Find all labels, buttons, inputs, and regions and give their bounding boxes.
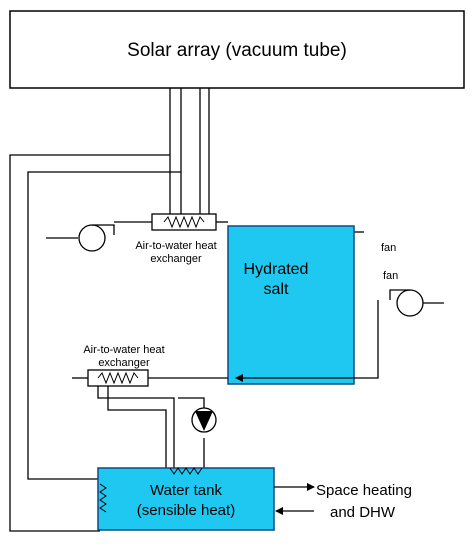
fan-right-label: fan (383, 270, 398, 282)
heat-exchanger-top (151, 213, 217, 231)
hydrated-salt-store (227, 225, 355, 385)
air-duct-top (46, 221, 364, 239)
hydrated-salt-label-line1: Hydrated (244, 261, 309, 278)
solar-array-label: Solar array (vacuum tube) (127, 40, 347, 61)
heat-exchanger-left (72, 369, 228, 387)
pump-icon (191, 407, 217, 433)
water-tank-label-line2: (sensible heat) (137, 502, 235, 519)
fan-top-left-icon (78, 224, 115, 252)
heat-exchanger-top-label-line2: exchanger (150, 253, 202, 265)
water-tank (97, 467, 275, 531)
water-tank-label-line1: Water tank (150, 482, 222, 499)
tank-coil-top (169, 467, 203, 475)
heat-exchanger-left-label-line1: Air-to-water heat (83, 344, 164, 356)
solar-array-box (9, 10, 465, 89)
output-label-line1: Space heating (316, 482, 412, 499)
fan-top-label: fan (381, 242, 396, 254)
fan-right-icon (389, 289, 444, 317)
heat-exchanger-top-label-line1: Air-to-water heat (135, 240, 216, 252)
air-duct-return (366, 300, 379, 379)
heat-exchanger-left-label-line2: exchanger (98, 357, 150, 369)
tank-loop-pipes (9, 154, 181, 532)
exchanger-tank-pipes (97, 386, 205, 468)
collector-pipes (169, 88, 210, 214)
tank-coil-left (99, 483, 107, 513)
output-label-line2: and DHW (330, 504, 396, 521)
hydrated-salt-label-line2: salt (264, 281, 289, 298)
